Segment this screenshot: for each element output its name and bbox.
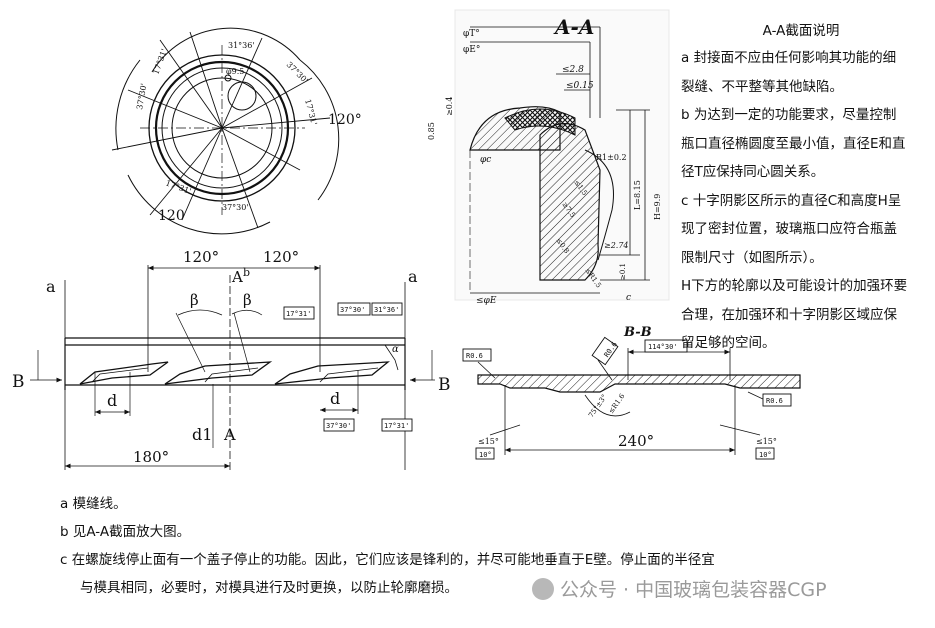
label-beta-right: β [243, 291, 252, 309]
aa-explanation-line: c 十字阴影区所示的直径C和高度H呈 [681, 192, 902, 209]
aa-explanation-line: 径T应保持同心圆关系。 [681, 164, 825, 180]
dim-120-left: 120° [183, 248, 219, 266]
footnote-a: a 模缝线。 [60, 496, 127, 512]
aa-label-2-74: ≥2.74 [604, 241, 629, 250]
label-B-right: B [438, 375, 451, 395]
aa-label-phiE-bottom: ≤φE [476, 296, 497, 306]
aa-explanation-line: 合理，在加强环和十字阴影区域应保 [681, 306, 897, 323]
angle-label-5: 17°31' [303, 98, 319, 126]
aa-explanation-title: A-A截面说明 [762, 23, 840, 39]
aa-explanation-line: 瓶口直径椭圆度至最小值，直径E和直 [681, 135, 906, 152]
angle-label-3: 37°30' [135, 83, 148, 111]
bb-label-15-right: ≤15° [756, 437, 777, 446]
label-d1: d1 [192, 425, 212, 444]
box-top-3: 31°36' [374, 306, 399, 314]
dim-240: 240° [618, 432, 654, 450]
box-top-2: 37°30' [340, 306, 365, 314]
aa-label-phiT: φT° [463, 29, 480, 39]
watermark-text: 公众号 · 中国玻璃包装容器CGP [560, 579, 827, 601]
aa-explanation-line: 现了密封位置，玻璃瓶口应符合瓶盖 [681, 221, 897, 237]
footnote-b: b 见A-A截面放大图。 [60, 524, 191, 540]
aa-label-phic: φc [480, 155, 491, 165]
label-beta-left: β [190, 291, 199, 309]
wechat-icon [532, 578, 554, 600]
label-d-right: d [330, 389, 340, 408]
footnotes: a 模缝线。 b 见A-A截面放大图。 c 在螺旋线停止面有一个盖子停止的功能。… [60, 490, 860, 602]
section-bb [462, 336, 801, 460]
aa-label-0-15: ≤0.15 [566, 81, 594, 91]
dim-180: 180° [133, 448, 169, 466]
aa-explanation-line: a 封接面不应由任何影响其功能的细 [681, 50, 897, 66]
angle-label-4: 37°30' [285, 60, 310, 85]
aa-label-L: L=8.15 [633, 180, 642, 210]
aa-label-0-85: 0.85 [427, 122, 436, 140]
label-b-top: b [243, 266, 250, 279]
aa-label-0-1: ≥0.1 [619, 263, 627, 280]
section-aa [454, 9, 670, 301]
label-d-left: d [107, 391, 117, 410]
aa-label-r1: R1±0.2 [596, 153, 627, 162]
bb-box-3: 114°30' [648, 343, 678, 351]
dim-120-right: 120° [263, 248, 299, 266]
bb-label-75: 75°±3° [587, 393, 609, 419]
angle-label-1: 31°36' [228, 41, 255, 50]
bb-box-5: 10° [479, 451, 492, 459]
thread-view [30, 265, 435, 470]
bb-label-r1-6: ≤R1.6 [607, 392, 627, 415]
watermark: 公众号 · 中国玻璃包装容器CGP [532, 575, 827, 602]
box-bottom-2: 17°31' [384, 422, 409, 430]
aa-explanation-line: 裂缝、不平整等其他缺陷。 [681, 78, 843, 95]
aa-label-H: H=9.9 [653, 194, 662, 220]
dia-label: φ9.5 [226, 67, 244, 76]
label-A-top: A [231, 268, 243, 286]
aa-label-c: c [626, 293, 631, 303]
label-a-right: a [408, 267, 418, 286]
bb-box-6: 10° [759, 451, 772, 459]
box-top-1: 17°31' [286, 310, 311, 318]
label-alpha: α [392, 344, 399, 355]
bb-box-4: R0.6 [766, 397, 783, 405]
aa-explanation: A-A截面说明 a 封接面不应由任何影响其功能的细 裂缝、不平整等其他缺陷。 b… [681, 18, 921, 358]
top-view [111, 27, 340, 235]
section-aa-title: A-A [553, 15, 594, 39]
footnote-c: c 在螺旋线停止面有一个盖子停止的功能。因此，它们应该是锋利的，并尽可能地垂直于… [60, 552, 715, 568]
label-A-bottom: A [223, 425, 236, 444]
label-120-right: 120° [328, 112, 362, 128]
thread-angle-boxes [283, 302, 413, 432]
bb-box-1: R0.6 [466, 352, 483, 360]
label-a-left: a [46, 277, 56, 296]
label-120-bottom: 120 [158, 208, 185, 224]
angle-label-7: 37°30' [222, 203, 249, 212]
aa-label-0-4: ≥0.4 [445, 97, 454, 116]
label-B-left: B [12, 372, 25, 392]
section-bb-title: B-B [623, 325, 652, 340]
box-bottom-1: 37°30' [326, 422, 351, 430]
aa-label-2-8: ≤2.8 [562, 65, 584, 75]
angle-label-2: 17°31' [151, 48, 169, 76]
aa-explanation-line: b 为达到一定的功能要求，尽量控制 [681, 107, 897, 123]
aa-label-phiE: φE° [463, 45, 480, 55]
footnote-c-cont: 与模具相同，必要时，对模具进行及时更换，以防止轮廓磨损。 [80, 580, 458, 596]
aa-explanation-line: H下方的轮廓以及可能设计的加强环要 [681, 278, 908, 294]
aa-explanation-line: 限制尺寸（如图所示）。 [681, 249, 823, 266]
aa-explanation-line: 留足够的空间。 [681, 335, 776, 351]
bb-label-15-left: ≤15° [478, 437, 499, 446]
